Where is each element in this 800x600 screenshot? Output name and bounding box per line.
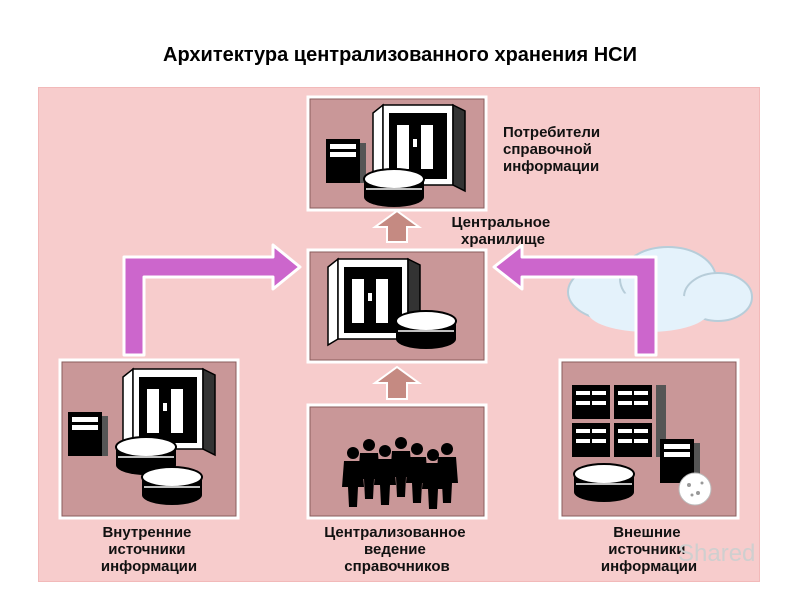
tower-pc-icon [326,139,366,183]
page-title: Архитектура централизованного хранения Н… [163,44,637,66]
arrow-external-to-central [492,243,658,357]
external-sources-label: Внешние источники информации [601,524,697,575]
consumers-label: Потребители справочной информации [503,124,604,175]
globe-icon [678,472,712,506]
centralized-management-label: Централизованное ведение справочников [324,524,470,575]
tower-pc-icon [68,412,108,456]
internal-sources-label: Внутренние источники информации [101,524,197,575]
watermark: Shared [678,540,755,567]
central-storage-label: Центральное хранилище [452,214,555,248]
arrow-up-to-consumers [371,209,423,243]
database-icon [395,310,457,350]
consumers-box [306,95,488,212]
arrow-internal-to-central [122,243,302,357]
central-storage-box [306,248,488,364]
internal-sources-box [58,358,240,520]
server-rack-icon [572,385,666,457]
external-sources-box [558,358,740,520]
database-icon [573,463,635,503]
database-icon [141,466,203,506]
arrow-up-to-central [371,365,423,400]
database-icon [363,168,425,208]
architecture-diagram: Потребители справочной информации Центра… [38,87,760,582]
centralized-management-box [306,403,488,520]
